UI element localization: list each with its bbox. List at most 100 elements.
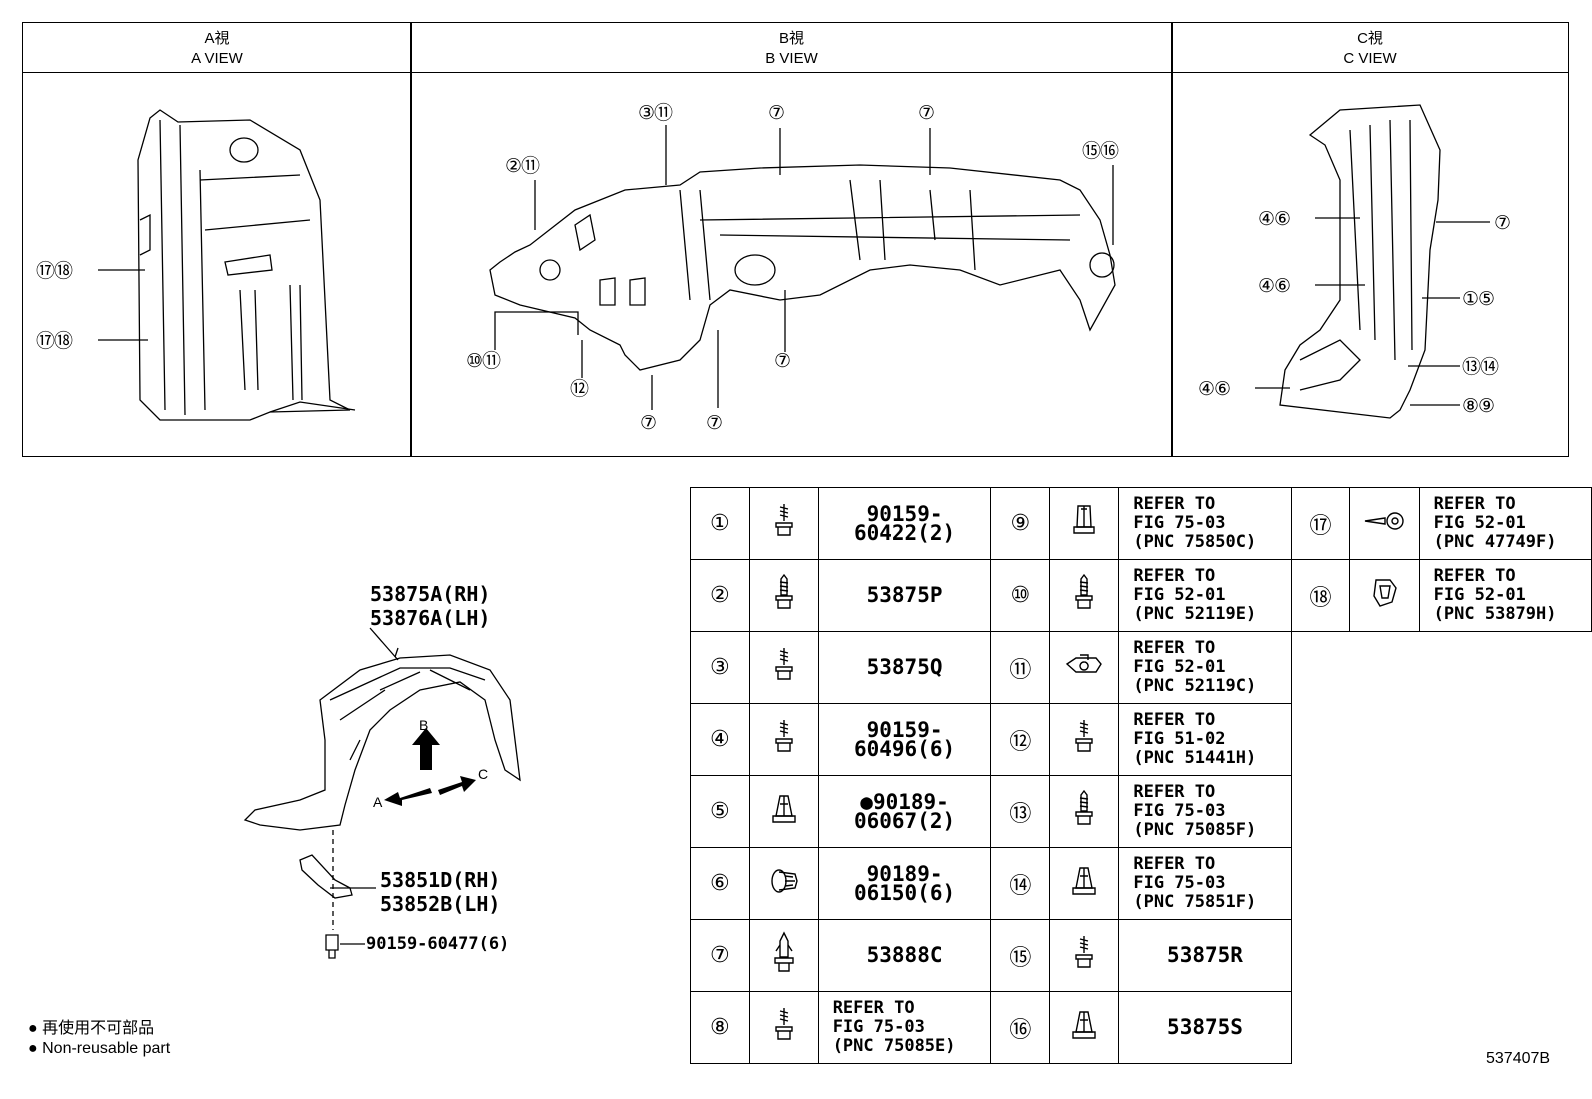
bracket-clip-icon: [1370, 579, 1400, 614]
part-number-cell: ⑥: [690, 847, 750, 920]
part-code-cell: 53875P: [817, 559, 992, 632]
part-number-cell: ⑪: [990, 631, 1051, 704]
arrow-c-label: C: [478, 766, 489, 782]
empty-cell: [1419, 848, 1591, 920]
part-code-cell: REFER TO FIG 51-02 (PNC 51441H): [1118, 703, 1292, 776]
part-code-cell: REFER TO FIG 75-03 (PNC 75085F): [1118, 775, 1292, 848]
bolt-icon: [772, 504, 796, 545]
part-number-cell: ⑬: [990, 775, 1051, 848]
empty-cell: [1350, 992, 1419, 1064]
part-label-53875a-rh: 53875A(RH): [370, 582, 491, 606]
fastener-icon-cell: [1049, 631, 1120, 704]
part-code-cell: REFER TO FIG 52-01 (PNC 47749F): [1418, 487, 1592, 560]
clip-icon: [1071, 867, 1097, 902]
part-label-53851d-rh: 53851D(RH): [380, 868, 501, 892]
fastener-icon-cell: [748, 631, 819, 704]
a-view-liner-drawing: [138, 110, 355, 420]
part-number-cell: ②: [690, 559, 750, 632]
callout-a-17-18-lower: ⑰⑱: [36, 330, 73, 352]
fastener-icon-cell: [748, 919, 819, 992]
callout-c-4-6-lower: ④⑥: [1198, 378, 1231, 400]
part-code-cell: 53875R: [1118, 919, 1292, 992]
c-view-title-jp: C視: [1357, 30, 1383, 47]
fastener-icon-cell: [748, 847, 819, 920]
part-code-cell: 53875Q: [817, 631, 992, 704]
empty-cell: [1419, 632, 1591, 704]
callout-b-3-11: ③⑪: [638, 102, 673, 124]
screw-icon: [1072, 573, 1096, 617]
empty-cell: [1291, 776, 1350, 848]
empty-cell: [1291, 848, 1350, 920]
fastener-icon-cell: [748, 703, 819, 776]
fastener-icon-cell: [1049, 487, 1120, 560]
part-label-53876a-lh: 53876A(LH): [370, 606, 491, 630]
empty-cell: [1350, 704, 1419, 776]
arrow-b-icon: [412, 728, 440, 770]
callout-b-7-bottom2: ⑦: [706, 412, 723, 434]
bolt-icon: [772, 720, 796, 761]
empty-cell: [1350, 848, 1419, 920]
part-number-cell: ⑱: [1290, 559, 1351, 632]
part-number-cell: ⑫: [990, 703, 1051, 776]
callout-c-4-6-upper: ④⑥: [1258, 208, 1291, 230]
grommet-icon: [767, 869, 801, 900]
b-view-title-en: B VIEW: [765, 50, 818, 67]
part-code-cell: REFER TO FIG 75-03 (PNC 75085E): [817, 991, 992, 1064]
callout-c-4-6-middle: ④⑥: [1258, 275, 1291, 297]
bolt-icon: [772, 648, 796, 689]
legend-non-reusable-jp: ● 再使用不可部品: [28, 1020, 155, 1037]
part-number-cell: ③: [690, 631, 750, 704]
part-code-cell: 53875S: [1118, 991, 1292, 1064]
bottom-bolt-drawing: [326, 935, 365, 958]
empty-cell: [1419, 776, 1591, 848]
clip-icon: [771, 795, 797, 830]
callout-c-8-9: ⑧⑨: [1462, 395, 1495, 417]
empty-cell: [1350, 632, 1419, 704]
fastener-icon-cell: [1049, 847, 1120, 920]
speed-nut-icon: [1064, 654, 1104, 684]
fastener-icon-cell: [1049, 703, 1120, 776]
part-code-cell: ●90189-06067(2): [817, 775, 992, 848]
fastener-icon-cell: [748, 775, 819, 848]
splash-shield-drawing: [300, 830, 352, 930]
direction-arrows: [384, 728, 476, 806]
empty-cell: [1291, 704, 1350, 776]
fastener-icon-cell: [748, 559, 819, 632]
b-view-liner-drawing: [490, 165, 1115, 370]
part-code-cell: 90159-60422(2): [817, 487, 992, 560]
empty-cell: [1291, 632, 1350, 704]
empty-cell: [1350, 920, 1419, 992]
fastener-icon-cell: [748, 487, 819, 560]
a-view-header: A視 A VIEW: [23, 23, 411, 73]
bolt-icon: [772, 1008, 796, 1049]
c-view-title-en: C VIEW: [1343, 50, 1397, 67]
part-label-53852b-lh: 53852B(LH): [380, 892, 501, 916]
fastener-icon-cell: [1049, 559, 1120, 632]
nut-icon: [1071, 505, 1097, 543]
c-view-header: C視 C VIEW: [1172, 23, 1568, 73]
clip-icon: [1071, 1011, 1097, 1046]
part-number-cell: ⑦: [690, 919, 750, 992]
callout-a-17-18-upper: ⑰⑱: [36, 260, 73, 282]
b-view-title-jp: B視: [778, 30, 804, 47]
part-code-cell: REFER TO FIG 75-03 (PNC 75851F): [1118, 847, 1292, 920]
callout-b-2-11: ②⑪: [505, 155, 540, 177]
empty-cell: [1419, 704, 1591, 776]
part-number-cell: ⑩: [990, 559, 1051, 632]
fastener-icon-cell: [1049, 919, 1120, 992]
b-view-header: B視 B VIEW: [411, 23, 1172, 73]
fastener-icon-cell: [1349, 487, 1420, 560]
a-view-panel: A視 A VIEW: [22, 22, 412, 457]
fastener-icon-cell: [1349, 559, 1420, 632]
part-code-cell: REFER TO FIG 52-01 (PNC 52119E): [1118, 559, 1292, 632]
callout-b-7-bottom1: ⑦: [640, 412, 657, 434]
callout-b-15-16: ⑮⑯: [1082, 140, 1119, 162]
part-number-cell: ⑰: [1290, 487, 1351, 560]
callout-c-1-5: ①⑤: [1462, 288, 1495, 310]
